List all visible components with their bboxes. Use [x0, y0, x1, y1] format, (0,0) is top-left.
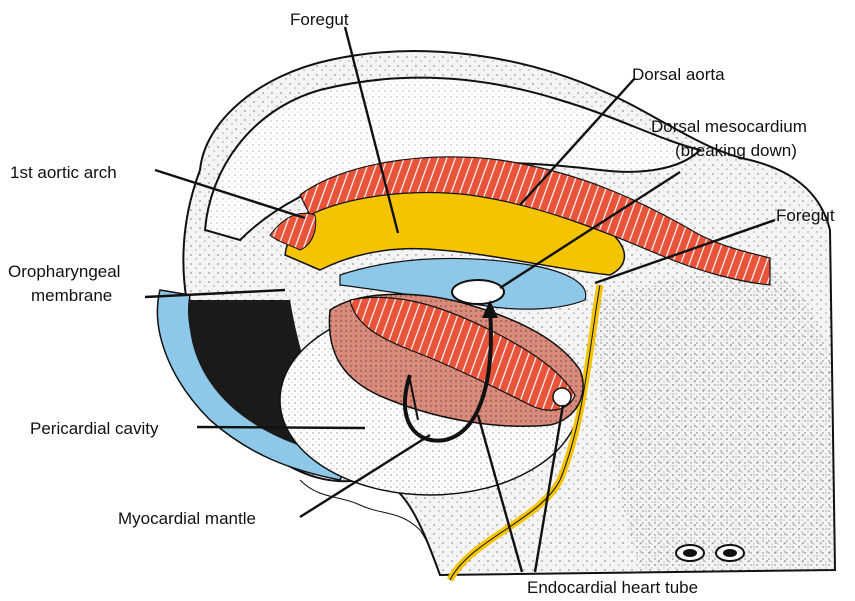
label-dorsal-mesocardium-2: (breaking down): [675, 141, 797, 160]
leader-pericardial-cavity: [197, 427, 365, 428]
label-dorsal-mesocardium-1: Dorsal mesocardium: [651, 117, 807, 136]
label-dorsal-aorta: Dorsal aorta: [632, 65, 725, 84]
label-myocardial-mantle: Myocardial mantle: [118, 509, 256, 528]
label-pericardial-cavity: Pericardial cavity: [30, 419, 159, 438]
label-aortic-arch: 1st aortic arch: [10, 163, 117, 182]
label-foregut-top: Foregut: [290, 10, 349, 29]
endocardial-lumen: [553, 388, 571, 406]
label-foregut-right: Foregut: [776, 206, 835, 225]
mesocardium-opening: [452, 280, 504, 304]
label-oropharyngeal-2: membrane: [31, 286, 112, 305]
label-endocardial-tube: Endocardial heart tube: [527, 578, 698, 597]
label-oropharyngeal-1: Oropharyngeal: [8, 262, 120, 281]
